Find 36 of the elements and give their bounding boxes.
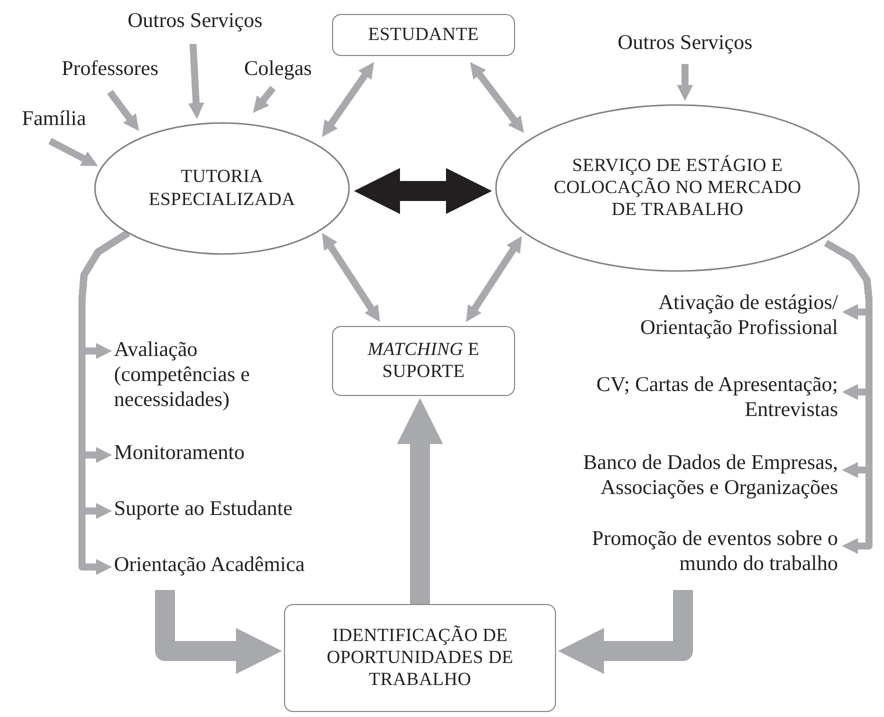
arrow <box>107 90 139 131</box>
text-label: Professores <box>40 56 180 90</box>
text-label: Monitoramento <box>114 440 314 470</box>
arrow <box>354 168 492 214</box>
process-box <box>284 604 556 712</box>
ellipse-node <box>495 104 860 272</box>
arrow <box>78 230 130 576</box>
node-label: TUTORIA ESPECIALIZADA <box>148 166 296 211</box>
arrow <box>253 86 276 113</box>
arrow <box>48 138 98 166</box>
text-label: Promoção de eventos sobre o mundo do trabalho <box>578 526 838 584</box>
text-label: Outros Serviços <box>100 8 290 42</box>
text-label: Avaliação (competências e necessidades) <box>114 337 299 421</box>
arrow <box>470 62 524 133</box>
text-label: Banco de Dados de Empresas, Associações e Organizações <box>500 450 838 508</box>
arrow <box>397 398 443 604</box>
text-label: Orientação Acadêmica <box>114 552 364 582</box>
node-label: SERVIÇO DE ESTÁGIO E COLOCAÇÃO NO MERCADO DE TRABALHO <box>552 154 802 222</box>
node-label: MATCHING E SUPORTE <box>366 338 480 384</box>
arrow <box>188 44 204 119</box>
text-label: Colegas <box>228 56 328 90</box>
node-label: ESTUDANTE <box>368 24 479 46</box>
text-label: CV; Cartas de Apresentação; Entrevistas <box>520 372 838 430</box>
process-box <box>332 14 515 56</box>
text-label: Outros Serviços <box>585 30 785 64</box>
arrow <box>466 236 522 322</box>
text-label: Família <box>4 106 104 140</box>
arrow <box>824 240 872 554</box>
text-label: Ativação de estágios/ Orientação Profissional <box>568 290 838 348</box>
process-box <box>332 326 515 396</box>
arrow <box>322 62 374 137</box>
node-label: IDENTIFICAÇÃO DE OPORTUNIDADES DE TRABALHO <box>326 624 514 692</box>
text-label: Suporte ao Estudante <box>114 496 354 526</box>
arrow <box>676 64 694 101</box>
arrow <box>322 233 380 322</box>
ellipse-node <box>94 122 350 255</box>
